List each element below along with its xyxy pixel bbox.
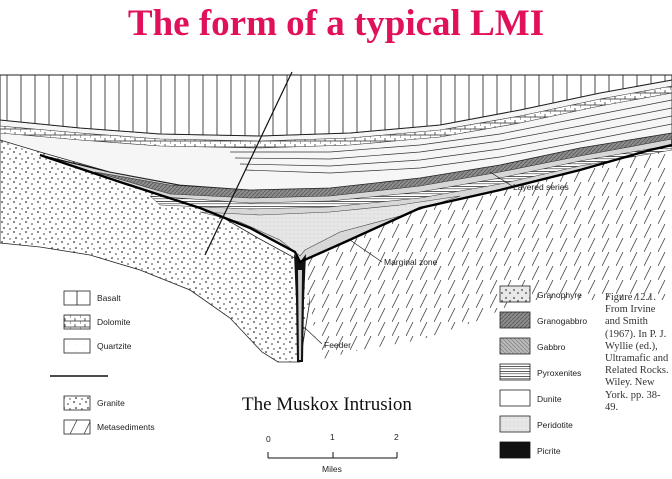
legend-label-basalt: Basalt bbox=[97, 293, 121, 303]
legend-swatch-quartzite bbox=[64, 339, 90, 353]
legend-label-peridotite: Peridotite bbox=[537, 420, 573, 430]
legend-swatch-granogabbro bbox=[500, 312, 530, 328]
legend-label-picrite: Picrite bbox=[537, 446, 561, 456]
legend-label-dolomite: Dolomite bbox=[97, 317, 131, 327]
legend-swatch-dolomite bbox=[64, 315, 90, 329]
scale-tick-2: 2 bbox=[394, 432, 399, 442]
legend-right: Granophyre Granogabbro Gabbro Pyroxenite… bbox=[500, 286, 587, 458]
legend-label-granophyre: Granophyre bbox=[537, 290, 582, 300]
legend-swatch-pyroxenites bbox=[500, 364, 530, 380]
figure-caption: Figure 12.1. From Irvine and Smith (1967… bbox=[605, 292, 671, 414]
scale-bar: 0 1 2 Miles bbox=[266, 432, 399, 474]
legend-swatch-granite bbox=[64, 396, 90, 410]
legend-swatch-basalt bbox=[64, 291, 90, 305]
legend-swatch-peridotite bbox=[500, 416, 530, 432]
legend-swatch-picrite bbox=[500, 442, 530, 458]
legend-swatch-dunite bbox=[500, 390, 530, 406]
legend-swatch-metasediments bbox=[64, 420, 90, 434]
legend-label-dunite: Dunite bbox=[537, 394, 562, 404]
layered-series-label: Layered series bbox=[513, 182, 569, 192]
legend-swatch-gabbro bbox=[500, 338, 530, 354]
legend-swatch-granophyre bbox=[500, 286, 530, 302]
legend-label-gabbro: Gabbro bbox=[537, 342, 566, 352]
scale-tick-0: 0 bbox=[266, 434, 271, 444]
legend-label-pyroxenites: Pyroxenites bbox=[537, 368, 581, 378]
scale-unit: Miles bbox=[322, 464, 342, 474]
legend-label-metasediments: Metasediments bbox=[97, 422, 155, 432]
legend-label-quartzite: Quartzite bbox=[97, 341, 132, 351]
diagram-subtitle: The Muskox Intrusion bbox=[242, 394, 412, 415]
legend-left: Basalt Dolomite Quartzite Granite Metase… bbox=[50, 291, 155, 434]
legend-label-granite: Granite bbox=[97, 398, 125, 408]
legend-label-granogabbro: Granogabbro bbox=[537, 316, 587, 326]
feeder-label: Feeder bbox=[324, 340, 351, 350]
marginal-zone-label: Marginal zone bbox=[384, 257, 438, 267]
scale-tick-1: 1 bbox=[330, 432, 335, 442]
